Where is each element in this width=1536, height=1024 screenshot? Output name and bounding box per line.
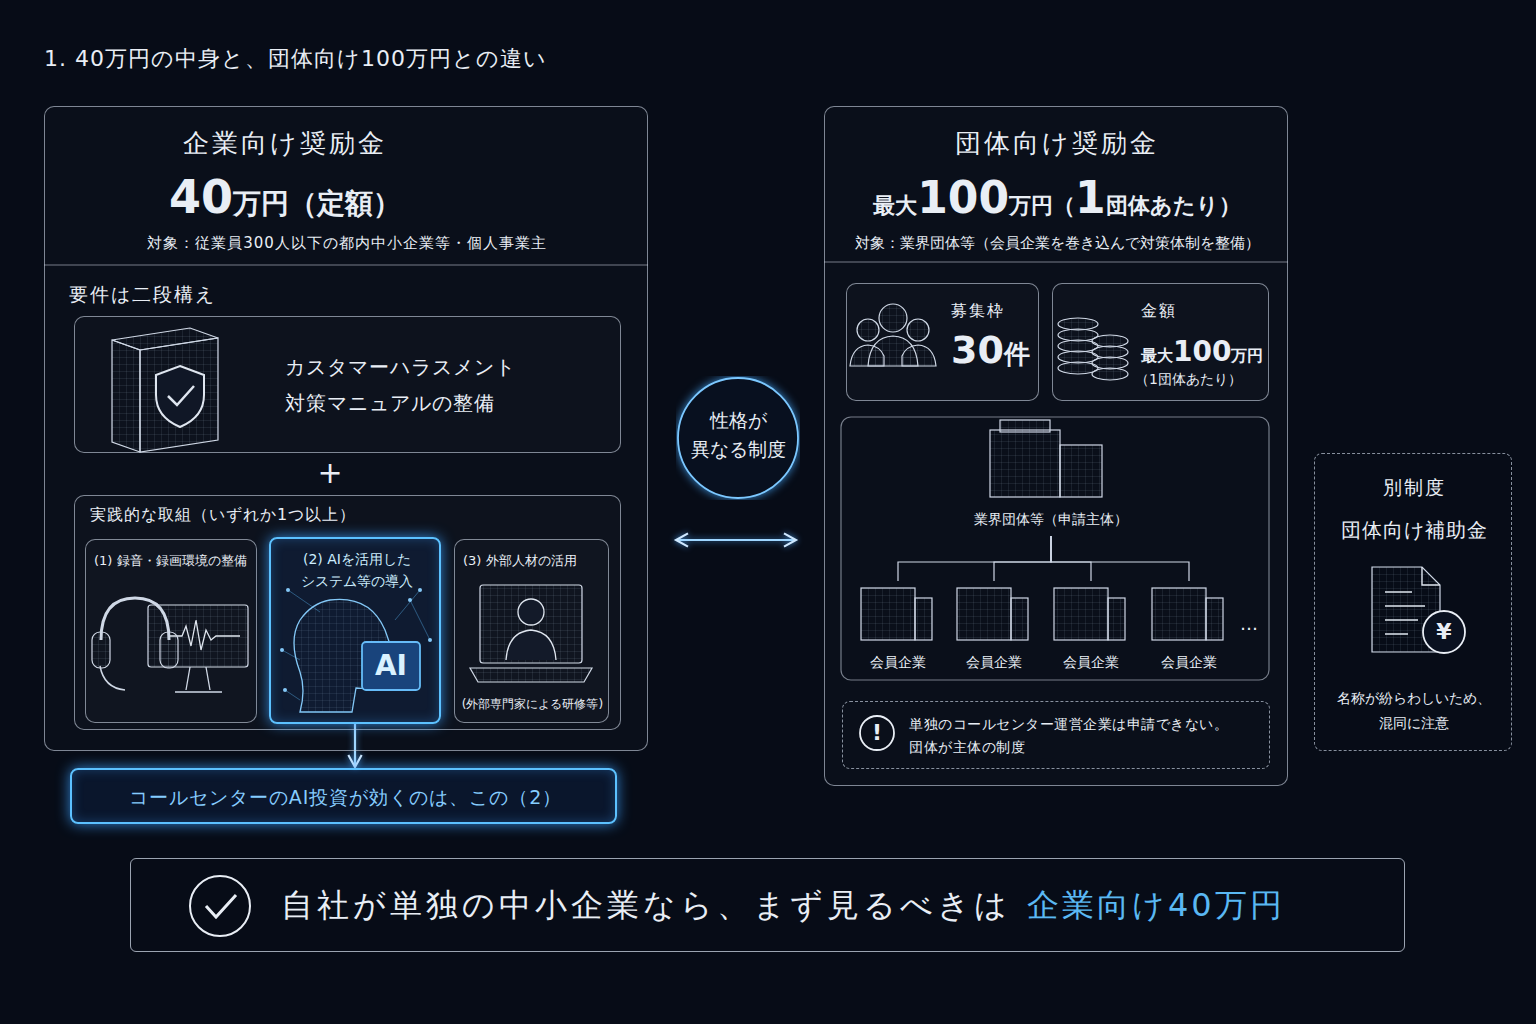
- node-text: カスタマーハラスメント 対策マニュアルの整備: [285, 349, 605, 421]
- text-run: 件: [1004, 339, 1030, 369]
- text-run: 万円: [1231, 346, 1263, 365]
- text-run: 1: [1075, 172, 1106, 223]
- requirement-box: カスタマーハラスメント 対策マニュアルの整備: [74, 316, 621, 453]
- member-node: 会員企業: [1051, 581, 1131, 676]
- option-box-highlight: (2) AIを活用した システム等の導入: [269, 537, 441, 724]
- node-text: 30件: [951, 324, 1037, 377]
- check-circle-icon: [190, 876, 250, 936]
- node-text: 最大100万円: [1141, 332, 1267, 371]
- option-box: (1) 録音・録画環境の整備: [85, 539, 257, 723]
- option-box: (3) 外部人材の活用 (外部専門家による研修等): [454, 539, 609, 723]
- text-run: 最大: [1141, 346, 1173, 365]
- node-text: コールセンターのAI投資が効くのは、この（2）: [72, 784, 619, 811]
- node-text: 対象：業界団体等（会員企業を巻き込んで対策体制を整備）: [825, 233, 1289, 254]
- warning-mark: !: [847, 713, 907, 753]
- node-text: (1) 録音・録画環境の整備: [94, 552, 252, 570]
- node-text: 要件は二段構え: [69, 281, 369, 308]
- node-text: 会員企業: [954, 653, 1034, 673]
- member-node: 会員企業: [858, 581, 938, 676]
- arrow-connector: [676, 539, 796, 541]
- plus-sign: +: [300, 453, 360, 493]
- text-run: 100: [1173, 335, 1231, 368]
- text-run: 万円（定額）: [233, 187, 401, 220]
- node-text: (2) AIを活用した システム等の導入: [277, 549, 437, 592]
- member-node: 会員企業: [1149, 581, 1229, 676]
- node-text: 会員企業: [1149, 653, 1229, 673]
- node-text: 団体向け補助金: [1315, 516, 1513, 544]
- text-run: 100: [917, 172, 1009, 223]
- node-text: 単独のコールセンター運営企業は申請できない。 団体が主体の制度: [909, 713, 1265, 759]
- node-text: 募集枠: [951, 300, 1031, 322]
- text-run: 団体あたり）: [1106, 193, 1241, 218]
- node-text: 団体向け奨励金: [825, 125, 1289, 161]
- node-text: 自社が単独の中小企業なら、まず見るべきは: [281, 883, 1011, 928]
- node-text: (外部専門家による研修等): [455, 696, 610, 713]
- text-run: 最大: [873, 193, 917, 218]
- grant-panel: 企業向け奨励金 40万円（定額） 対象：従業員300人以下の都内中小企業等・個人事業…: [44, 106, 648, 751]
- node-text: (3) 外部人材の活用: [463, 552, 605, 570]
- node-text: 別制度: [1315, 474, 1513, 501]
- yen-mark: ¥: [1414, 612, 1474, 652]
- node-text: 名称が紛らわしいため、 混同に注意: [1315, 686, 1513, 736]
- node-text: 対象：従業員300人以下の都内中小企業等・個人事業主: [45, 233, 649, 254]
- node-text: 会員企業: [858, 653, 938, 673]
- callout-box: コールセンターのAI投資が効くのは、この（2）: [70, 768, 617, 824]
- node-text: 実践的な取組（いずれか1つ以上）: [90, 504, 610, 526]
- node-text: 40万円（定額）: [45, 165, 525, 229]
- text-run: 万円（: [1009, 193, 1075, 218]
- fact-box: 募集枠30件: [846, 283, 1039, 401]
- contrast-circle: 性格が 異なる制度: [676, 376, 800, 500]
- association-node: 業界団体等（申請主体）: [941, 506, 1161, 536]
- node-text: 性格が 異なる制度: [676, 406, 800, 463]
- other-program-box: 別制度団体向け補助金名称が紛らわしいため、 混同に注意: [1314, 453, 1512, 751]
- text-run: 40: [169, 170, 233, 224]
- node-text: （1団体あたり）: [1135, 370, 1265, 390]
- fact-box: 金額最大100万円（1団体あたり）: [1052, 283, 1269, 401]
- node-text: 企業向け40万円: [1027, 883, 1285, 928]
- requirement-box: 実践的な取組（いずれか1つ以上） (1) 録音・録画環境の整備 (2) AIを活用し…: [74, 495, 621, 730]
- conclusion-bar: 自社が単独の中小企業なら、まず見るべきは企業向け40万円: [130, 858, 1405, 952]
- diagram-title: 1. 40万円の中身と、団体向け100万円との違い: [44, 44, 547, 75]
- node-text: 業界団体等（申請主体）: [941, 510, 1161, 530]
- text-run: 30: [951, 328, 1004, 372]
- node-text: 会員企業: [1051, 653, 1131, 673]
- warning-note: 単独のコールセンター運営企業は申請できない。 団体が主体の制度: [842, 701, 1270, 769]
- member-node: 会員企業: [954, 581, 1034, 676]
- check-circle-icon: [190, 876, 250, 936]
- ai-badge-text: AI: [361, 646, 421, 686]
- check-circle-icon: [206, 895, 236, 917]
- grant-panel: 団体向け奨励金最大100万円（1団体あたり）対象：業界団体等（会員企業を巻き込ん…: [824, 106, 1288, 786]
- ellipsis: …: [1219, 604, 1279, 644]
- node-text: 金額: [1141, 300, 1261, 322]
- node-text: 企業向け奨励金: [45, 125, 525, 161]
- node-text: 最大100万円（1団体あたり）: [825, 167, 1289, 229]
